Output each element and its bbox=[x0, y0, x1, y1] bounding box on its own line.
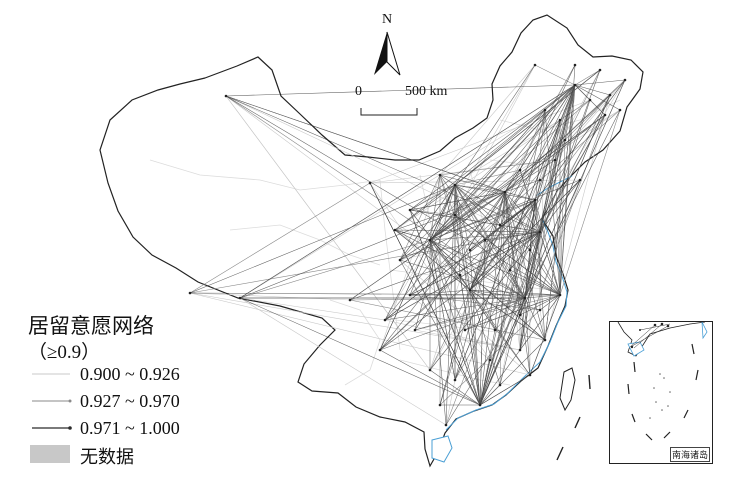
inset-map bbox=[617, 321, 708, 441]
scale-bar bbox=[360, 108, 418, 116]
taiwan bbox=[559, 367, 576, 412]
legend-subtitle: （≥0.9） bbox=[28, 342, 101, 363]
hainan bbox=[431, 435, 453, 463]
legend-item-label: 无数据 bbox=[80, 447, 134, 467]
city-nodes bbox=[188, 63, 627, 427]
legend-item-high: 0.971 ~ 1.000 bbox=[28, 418, 228, 440]
legend-item-mid: 0.927 ~ 0.970 bbox=[28, 391, 228, 413]
no-data-swatch bbox=[30, 445, 70, 463]
legend-line-samples bbox=[32, 373, 72, 430]
north-arrow-icon bbox=[374, 31, 401, 76]
network-lines-high bbox=[189, 64, 626, 426]
north-label: N bbox=[382, 12, 393, 27]
scale-label-zero: 0 bbox=[355, 84, 362, 99]
scale-label-500km: 500 km bbox=[405, 84, 448, 99]
maritime-dashes bbox=[556, 374, 591, 461]
legend-title: 居留意愿网络 bbox=[28, 314, 154, 338]
country-outline bbox=[99, 14, 644, 468]
legend-item-low: 0.900 ~ 0.926 bbox=[28, 364, 228, 386]
legend-item-label: 0.900 ~ 0.926 bbox=[80, 364, 180, 384]
legend-item-label: 0.927 ~ 0.970 bbox=[80, 391, 180, 411]
legend-item-no-data: 无数据 bbox=[28, 443, 228, 467]
south-china-sea-inset: 南海诸岛 bbox=[609, 321, 713, 464]
inset-label: 南海诸岛 bbox=[669, 447, 710, 462]
legend-item-label: 0.971 ~ 1.000 bbox=[80, 418, 180, 438]
